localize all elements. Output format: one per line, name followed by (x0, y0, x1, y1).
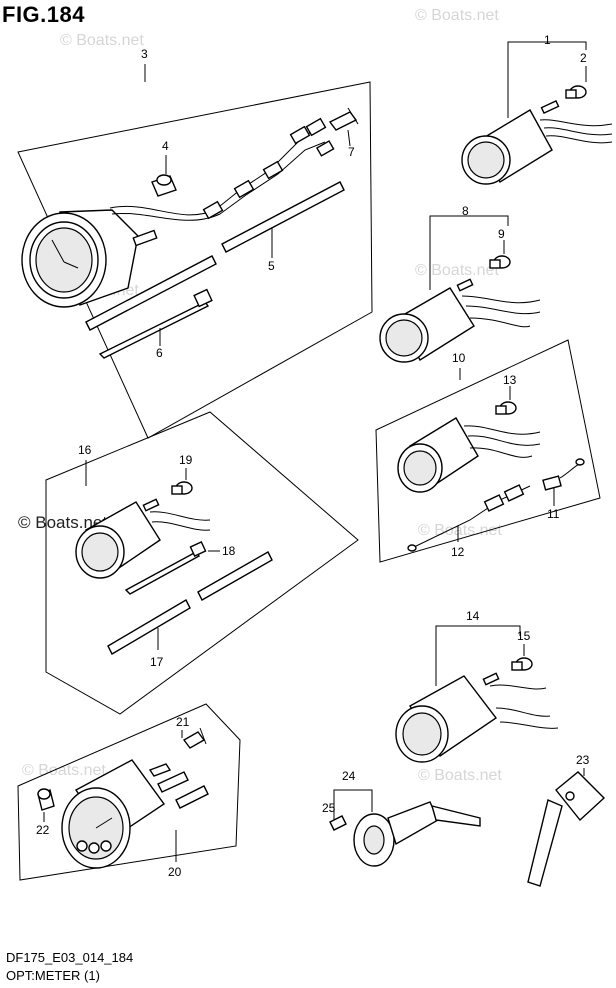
cable-tie-18 (124, 541, 207, 595)
bulb-2 (565, 85, 587, 99)
kit-20-outline (17, 703, 241, 881)
bulb-13 (495, 401, 517, 415)
bracket-23 (527, 771, 606, 887)
bulb-22 (37, 788, 55, 811)
watermark: © Boats.net (415, 262, 499, 279)
watermark: © Boats.net (60, 32, 144, 49)
callout-11: 11 (547, 507, 560, 521)
callout-1: 1 (544, 33, 551, 47)
screw-7 (328, 107, 359, 131)
bulb-9 (489, 255, 511, 269)
callout-18: 18 (222, 544, 236, 558)
watermark: © Boats.net (418, 767, 502, 784)
gauge-kit-20 (61, 759, 209, 869)
callout-25: 25 (322, 801, 336, 815)
figure-title: FIG.184 (2, 2, 85, 27)
bulb-19 (171, 481, 193, 495)
gauge-kit-14 (395, 672, 559, 763)
kit-10-outline (375, 339, 601, 563)
callout-4: 4 (162, 139, 169, 153)
tube-5 (85, 181, 345, 331)
screw-25 (329, 815, 347, 831)
footer-code: DF175_E03_014_184 (6, 950, 134, 965)
tube-17 (107, 551, 273, 655)
callout-15: 15 (517, 629, 531, 643)
callout-14: 14 (466, 609, 480, 623)
watermark: © Boats.net (18, 513, 107, 532)
callout-2: 2 (580, 51, 587, 65)
callout-23: 23 (576, 753, 590, 767)
screw-21 (182, 727, 207, 749)
harness-11 (542, 458, 585, 491)
callout-10: 10 (452, 351, 466, 365)
callout-5: 5 (268, 259, 275, 273)
footer-subtitle: OPT:METER (1) (6, 968, 100, 983)
harness-12 (407, 484, 531, 552)
callout-21: 21 (176, 715, 190, 729)
callout-12: 12 (451, 545, 465, 559)
watermark: © Boats.net (22, 762, 106, 779)
gauge-kit-16 (75, 498, 211, 579)
cable-tie-6 (98, 288, 213, 359)
callout-8: 8 (462, 204, 469, 218)
callout-13: 13 (503, 373, 517, 387)
watermark: © Boats.net (415, 7, 499, 24)
kit-3-outline (17, 81, 373, 439)
callout-17: 17 (150, 655, 164, 669)
callout-6: 6 (156, 346, 163, 360)
callout-7: 7 (348, 145, 355, 159)
callout-24: 24 (342, 769, 356, 783)
kit-16-outline (45, 411, 359, 715)
callout-22: 22 (36, 823, 50, 837)
gauge-kit-1 (461, 99, 613, 185)
gauge-kit-10 (397, 417, 541, 493)
bracket-24 (353, 801, 481, 867)
callout-19: 19 (179, 453, 193, 467)
callout-9: 9 (498, 227, 505, 241)
gauge-kit-3 (21, 117, 335, 308)
callout-16: 16 (78, 443, 92, 457)
bulb-15 (511, 657, 533, 671)
gauge-kit-8 (379, 278, 541, 363)
callout-20: 20 (168, 865, 182, 879)
bulb-socket-4 (151, 174, 177, 197)
callout-3: 3 (141, 47, 148, 61)
